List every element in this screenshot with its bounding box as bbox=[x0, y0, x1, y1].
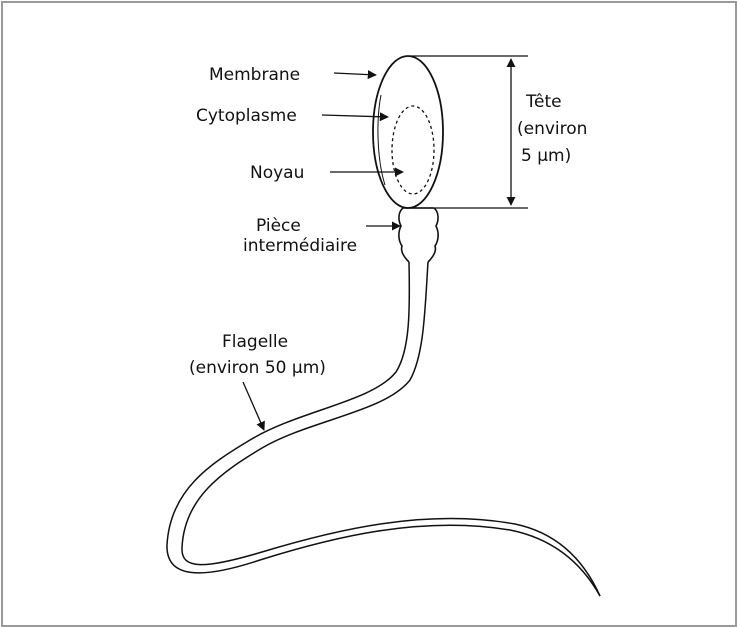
label-midpiece-line1: Pièce bbox=[256, 216, 301, 236]
nucleus-outline bbox=[392, 106, 434, 194]
label-midpiece-line2: intermédiaire bbox=[243, 236, 357, 256]
flagellum-edge-left bbox=[167, 262, 600, 596]
flagellum-leader bbox=[243, 382, 264, 430]
label-head-line3: 5 µm) bbox=[521, 146, 571, 166]
label-head-line1: Tête bbox=[525, 92, 562, 112]
flagellum-edge-right bbox=[182, 262, 600, 596]
label-cytoplasm: Cytoplasme bbox=[196, 106, 297, 126]
label-flagellum-line2: (environ 50 µm) bbox=[189, 358, 326, 378]
label-nucleus: Noyau bbox=[250, 163, 304, 183]
midpiece bbox=[399, 208, 438, 262]
membrane-leader bbox=[334, 73, 376, 75]
label-flagellum-line1: Flagelle bbox=[222, 332, 288, 352]
label-head-line2: (environ bbox=[517, 119, 587, 139]
label-membrane: Membrane bbox=[209, 65, 300, 85]
